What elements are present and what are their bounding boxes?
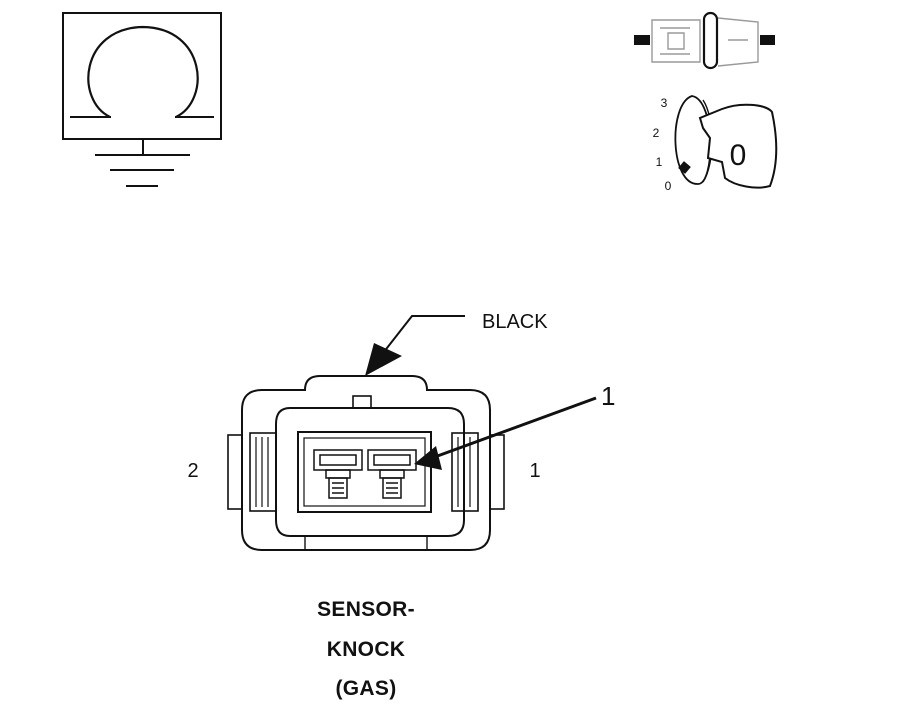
pin-label-right: 1	[529, 460, 540, 482]
connector-title-line-1: SENSOR-	[317, 598, 415, 621]
terminal-callout: 1	[414, 381, 615, 470]
callout-number: 1	[601, 381, 615, 411]
connector-color-label: BLACK	[482, 311, 548, 333]
ignition-position-1: 1	[656, 155, 663, 169]
connector-title-line-3: (GAS)	[335, 677, 397, 700]
ignition-position-3: 3	[661, 96, 668, 110]
connector-title-line-2: KNOCK	[326, 638, 406, 661]
color-callout: BLACK	[365, 311, 548, 376]
ignition-key-icon: 0 3 2 1 0	[653, 95, 778, 193]
pin-label-left: 2	[187, 460, 198, 482]
ignition-key-label: 0	[730, 139, 747, 172]
ignition-position-2: 2	[653, 126, 660, 140]
disconnect-connector-icon	[634, 11, 775, 70]
ignition-position-0: 0	[665, 179, 672, 193]
knock-sensor-connector	[227, 375, 505, 551]
ohm-symbol-ground-icon	[62, 12, 222, 187]
